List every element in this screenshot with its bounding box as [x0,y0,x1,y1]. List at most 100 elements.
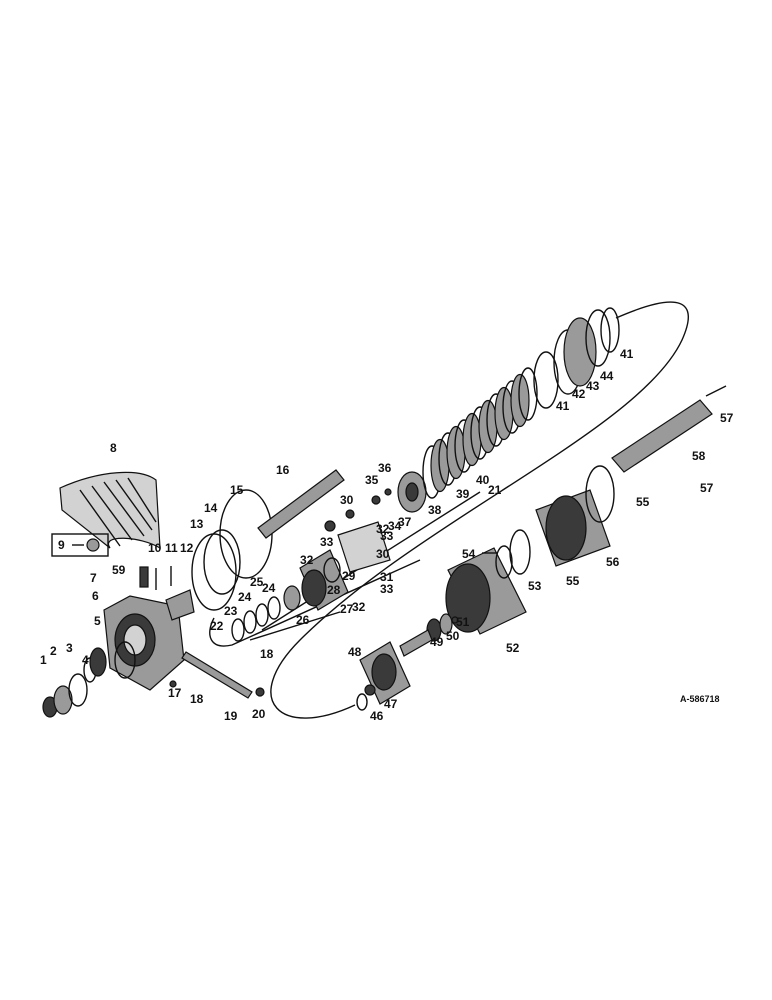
part-3-shape [68,673,88,707]
callout-47: 47 [384,697,398,711]
part-36-shape [384,488,392,496]
callout-15: 15 [230,483,244,497]
part-51-shape [451,616,459,624]
callout-13: 13 [190,517,204,531]
leader-loop-right [270,301,689,719]
part-50-ring [439,613,453,635]
part-43-ring [563,317,597,387]
callout-30: 30 [376,547,390,561]
leader-27 [249,611,341,641]
clutch-disc [510,373,530,428]
callout-8: 8 [110,441,117,455]
callout-57: 57 [720,411,734,425]
callout-27: 27 [340,602,354,616]
cover-part [59,471,161,550]
callout-26: 26 [296,613,310,627]
clutch-pack [422,367,538,499]
drawing-code: A-586718 [680,694,720,704]
callout-55: 55 [636,495,650,509]
callout-33: 33 [320,535,334,549]
part-47-shape [364,684,376,696]
callout-40: 40 [476,473,490,487]
callout-29: 29 [342,569,356,583]
callout-44: 44 [600,369,614,383]
callout-55: 55 [566,574,580,588]
callout-24: 24 [262,581,276,595]
callout-48: 48 [348,645,362,659]
part-41-ring-a [533,351,559,409]
callout-53: 53 [528,579,542,593]
front-housing-part [103,595,185,691]
callout-5: 5 [94,614,101,628]
part-12-shape [165,589,195,621]
part-14-gasket [203,529,241,595]
part-58-shaft [611,399,713,473]
part-23-ring [243,610,257,634]
part-41-ring-b [600,307,620,353]
part-16-shaft [257,469,345,539]
callout-6: 6 [92,589,99,603]
part-55-ring-a [585,465,615,523]
part-13-gasket [191,533,237,611]
callout-41: 41 [556,399,570,413]
callout-52: 52 [506,641,520,655]
callout-28: 28 [327,583,341,597]
callout-46: 46 [370,709,384,723]
callout-50: 50 [446,629,460,643]
callout-57: 57 [700,481,714,495]
callout-33: 33 [380,529,394,543]
callout-25: 25 [250,575,264,589]
callout-16: 16 [276,463,290,477]
part-33-shape [324,520,336,532]
part-30-shape [345,509,355,519]
part-2-shape [53,685,73,715]
part-28-carrier [299,549,349,611]
callout-49: 49 [430,635,444,649]
part-10-11-shape [155,566,172,590]
part-55-ring-b [509,529,531,575]
part-20-shape [255,687,265,697]
part-17-shape [169,680,177,688]
callout-17: 17 [168,686,182,700]
part-37-gear [397,471,427,513]
callout-42: 42 [572,387,586,401]
part-46-ring [356,693,368,711]
callout-43: 43 [586,379,600,393]
part-9-shape [86,538,100,552]
callout-32: 32 [300,553,314,567]
part-59-shape [139,566,149,588]
callout-35: 35 [365,473,379,487]
callout-36: 36 [378,461,392,475]
callout-3: 3 [66,641,73,655]
callout-59: 59 [112,563,126,577]
callout-32: 32 [376,522,390,536]
callout-9: 9 [58,538,65,552]
callout-23: 23 [224,604,238,618]
part-24b-ring [267,596,281,620]
part-9-frame [51,533,109,557]
part-31-plate [337,521,391,573]
callout-56: 56 [606,555,620,569]
callout-51: 51 [456,615,470,629]
part-24-ring [255,603,269,627]
callout-2: 2 [50,644,57,658]
clutch-disc [518,367,538,421]
callout-14: 14 [204,501,218,515]
callout-41: 41 [620,347,634,361]
callout-7: 7 [90,571,97,585]
callout-21: 21 [488,483,502,497]
part-22-ring [231,618,245,642]
callout-12: 12 [180,541,194,555]
part-44-ring [585,309,611,367]
part-25-bearing [283,585,301,611]
callout-54: 54 [462,547,476,561]
part-29-ring [323,557,341,583]
callout-20: 20 [252,707,266,721]
part-57-pin [705,385,727,397]
callout-31: 31 [380,570,394,584]
callout-30: 30 [340,493,354,507]
callout-4: 4 [82,653,89,667]
part-5-shape [89,647,107,677]
